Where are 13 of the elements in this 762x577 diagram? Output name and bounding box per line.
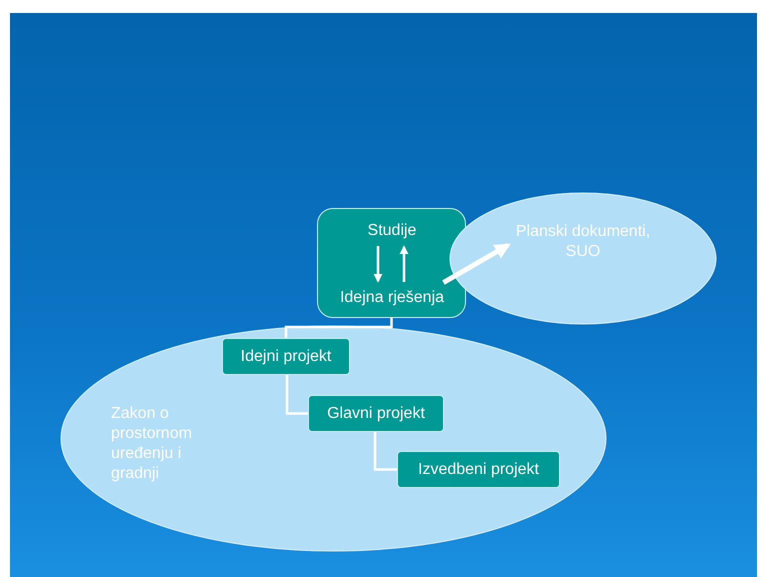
process-box: Izvedbeni projekt — [397, 451, 560, 488]
arrow — [374, 246, 382, 283]
connector-line — [284, 318, 393, 338]
process-box: Idejni projekt — [222, 338, 350, 375]
ellipse-label: Zakon o prostornom uređenju i gradnji — [111, 404, 193, 484]
arrow — [400, 245, 408, 282]
box-text: Studije — [352, 221, 432, 243]
connector-line — [286, 375, 308, 415]
ellipse-label: Planski dokumenti, SUO — [514, 222, 652, 262]
box-text: Idejna rješenja — [323, 288, 461, 310]
process-box — [317, 208, 466, 318]
connector-line — [374, 432, 397, 471]
process-box: Glavni projekt — [308, 395, 444, 432]
